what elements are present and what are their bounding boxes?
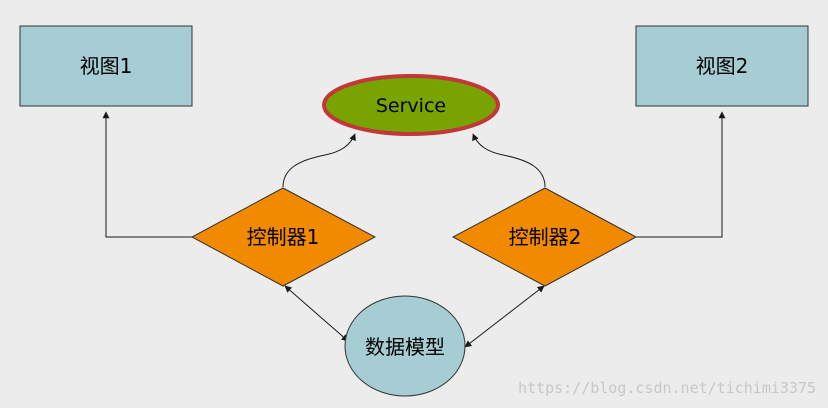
edge-controller2-model — [464, 285, 545, 348]
edge-controller2-to-service — [472, 133, 546, 188]
model-label: 数据模型 — [365, 335, 445, 359]
view2-box — [635, 25, 809, 107]
service-ellipse — [322, 74, 500, 136]
edge-controller1-to-service — [282, 133, 356, 188]
service-node: Service — [322, 74, 500, 136]
controller1-node: 控制器1 — [190, 187, 377, 287]
controller2-node: 控制器2 — [451, 187, 638, 287]
controller2-label: 控制器2 — [509, 225, 582, 249]
view1-node: 视图1 — [19, 25, 193, 107]
edge-controller2-to-view2 — [636, 111, 726, 238]
controller2-diamond — [451, 187, 638, 287]
model-ellipse — [344, 295, 466, 397]
controller1-diamond — [190, 187, 377, 287]
model-node: 数据模型 — [344, 295, 466, 397]
view2-node: 视图2 — [635, 25, 809, 107]
view1-label: 视图1 — [80, 54, 133, 78]
edge-controller1-model — [284, 285, 349, 342]
watermark-text: https://blog.csdn.net/tichimi3375 — [518, 379, 816, 397]
view1-box — [19, 25, 193, 107]
connectors — [102, 111, 726, 348]
view2-label: 视图2 — [696, 54, 749, 78]
controller1-label: 控制器1 — [247, 225, 320, 249]
edge-controller1-to-view1 — [102, 111, 192, 238]
service-label: Service — [376, 95, 446, 117]
